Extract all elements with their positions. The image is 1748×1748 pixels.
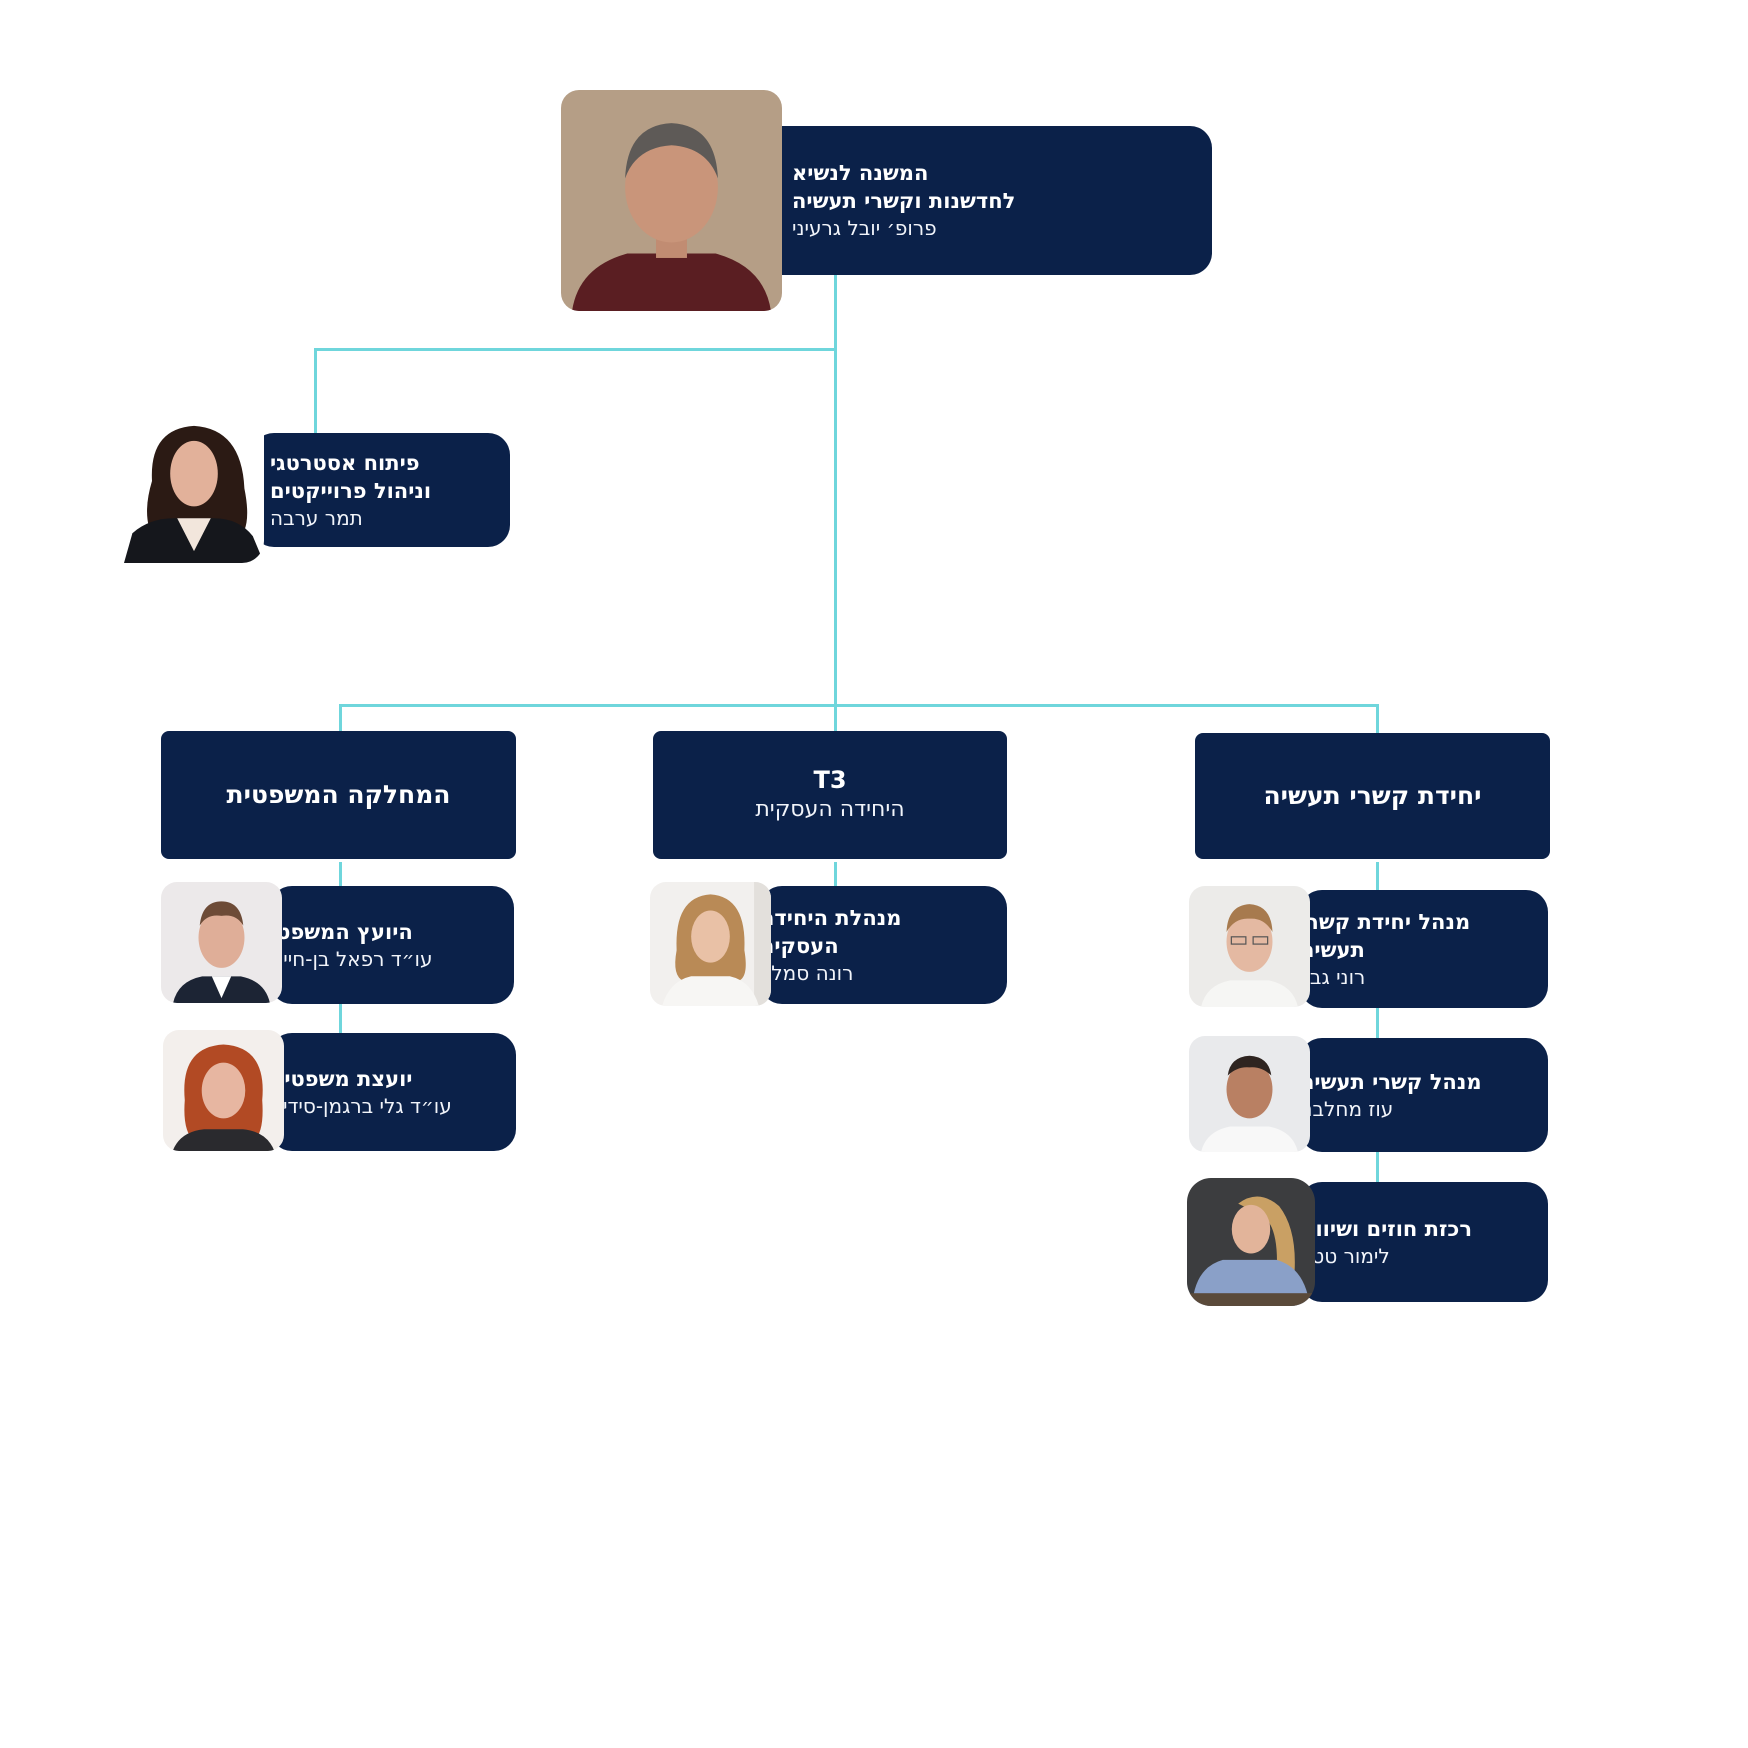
legal-member-name: עו״ד גלי ברגמן-סידיס (270, 1093, 452, 1118)
t3-member-role-2: העסקית (760, 933, 839, 958)
t3-member-name: רונה סמלר (760, 960, 854, 985)
connector-t3-members (834, 862, 837, 894)
industry-member-role: מנהל קשרי תעשיה (1300, 1069, 1482, 1094)
dept-t3-code: T3 (813, 766, 847, 794)
industry-member-card[interactable]: מנהל יחידת קשרי תעשיה רוני גבין (1300, 890, 1548, 1008)
industry-member-name: רוני גבין (1300, 964, 1366, 989)
top-executive-name: פרופ׳ יובל גרעיני (792, 216, 937, 240)
t3-member-card[interactable]: מנהלת היחידה העסקית רונה סמלר (760, 886, 1007, 1004)
industry-member-photo (1189, 886, 1310, 1007)
connector-departments-h (339, 704, 1379, 707)
legal-member-card[interactable]: היועץ המשפטי עו״ד רפאל בן-חיים (270, 886, 514, 1004)
dept-industry-name: יחידת קשרי תעשיה (1263, 781, 1482, 810)
top-executive-photo (561, 90, 782, 311)
strategy-card[interactable]: פיתוח אסטרטגי וניהול פרוייקטים תמר ערבה (252, 433, 510, 547)
t3-member-photo (650, 882, 771, 1006)
dept-t3-name: היחידה העסקית (755, 797, 905, 822)
top-executive-card[interactable]: המשנה לנשיא לחדשנות וקשרי תעשיה פרופ׳ יו… (760, 126, 1212, 275)
industry-member-photo (1189, 1036, 1310, 1152)
top-executive-title: המשנה לנשיא (792, 161, 929, 185)
industry-member-photo (1187, 1178, 1315, 1306)
industry-member-role: רכזת חוזים ושיווק (1300, 1216, 1472, 1241)
connector-legal-v (339, 704, 342, 736)
strategy-title-2: וניהול פרוייקטים (270, 478, 432, 503)
legal-member-photo (161, 882, 282, 1003)
dept-legal-name: המחלקה המשפטית (226, 780, 451, 809)
connector-industry-v (1376, 704, 1379, 738)
connector-strategy-v (314, 348, 317, 436)
industry-member-name: עוז מחלבני (1300, 1096, 1394, 1121)
industry-member-role-2: תעשיה (1300, 937, 1365, 962)
legal-member-card[interactable]: יועצת משפטית עו״ד גלי ברגמן-סידיס (270, 1033, 516, 1151)
dept-industry-card[interactable]: יחידת קשרי תעשיה (1195, 733, 1550, 859)
legal-member-role: היועץ המשפטי (270, 919, 413, 944)
t3-member-role: מנהלת היחידה (760, 905, 902, 930)
industry-member-role: מנהל יחידת קשרי (1300, 909, 1471, 934)
connector-t3-v (834, 704, 837, 736)
legal-member-photo (163, 1030, 284, 1151)
strategy-name: תמר ערבה (270, 505, 363, 530)
dept-t3-card[interactable]: T3 היחידה העסקית (653, 731, 1007, 859)
industry-member-card[interactable]: רכזת חוזים ושיווק לימור טטר (1300, 1182, 1548, 1302)
top-executive-title-2: לחדשנות וקשרי תעשיה (792, 189, 1016, 213)
industry-member-card[interactable]: מנהל קשרי תעשיה עוז מחלבני (1300, 1038, 1548, 1152)
legal-member-name: עו״ד רפאל בן-חיים (270, 946, 433, 971)
strategy-title: פיתוח אסטרטגי (270, 450, 420, 475)
connector-trunk (834, 275, 837, 707)
legal-member-role: יועצת משפטית (270, 1066, 413, 1091)
strategy-photo (124, 414, 264, 563)
connector-industry-members (1376, 862, 1379, 1192)
dept-legal-card[interactable]: המחלקה המשפטית (161, 731, 516, 859)
connector-strategy-h (314, 348, 837, 351)
